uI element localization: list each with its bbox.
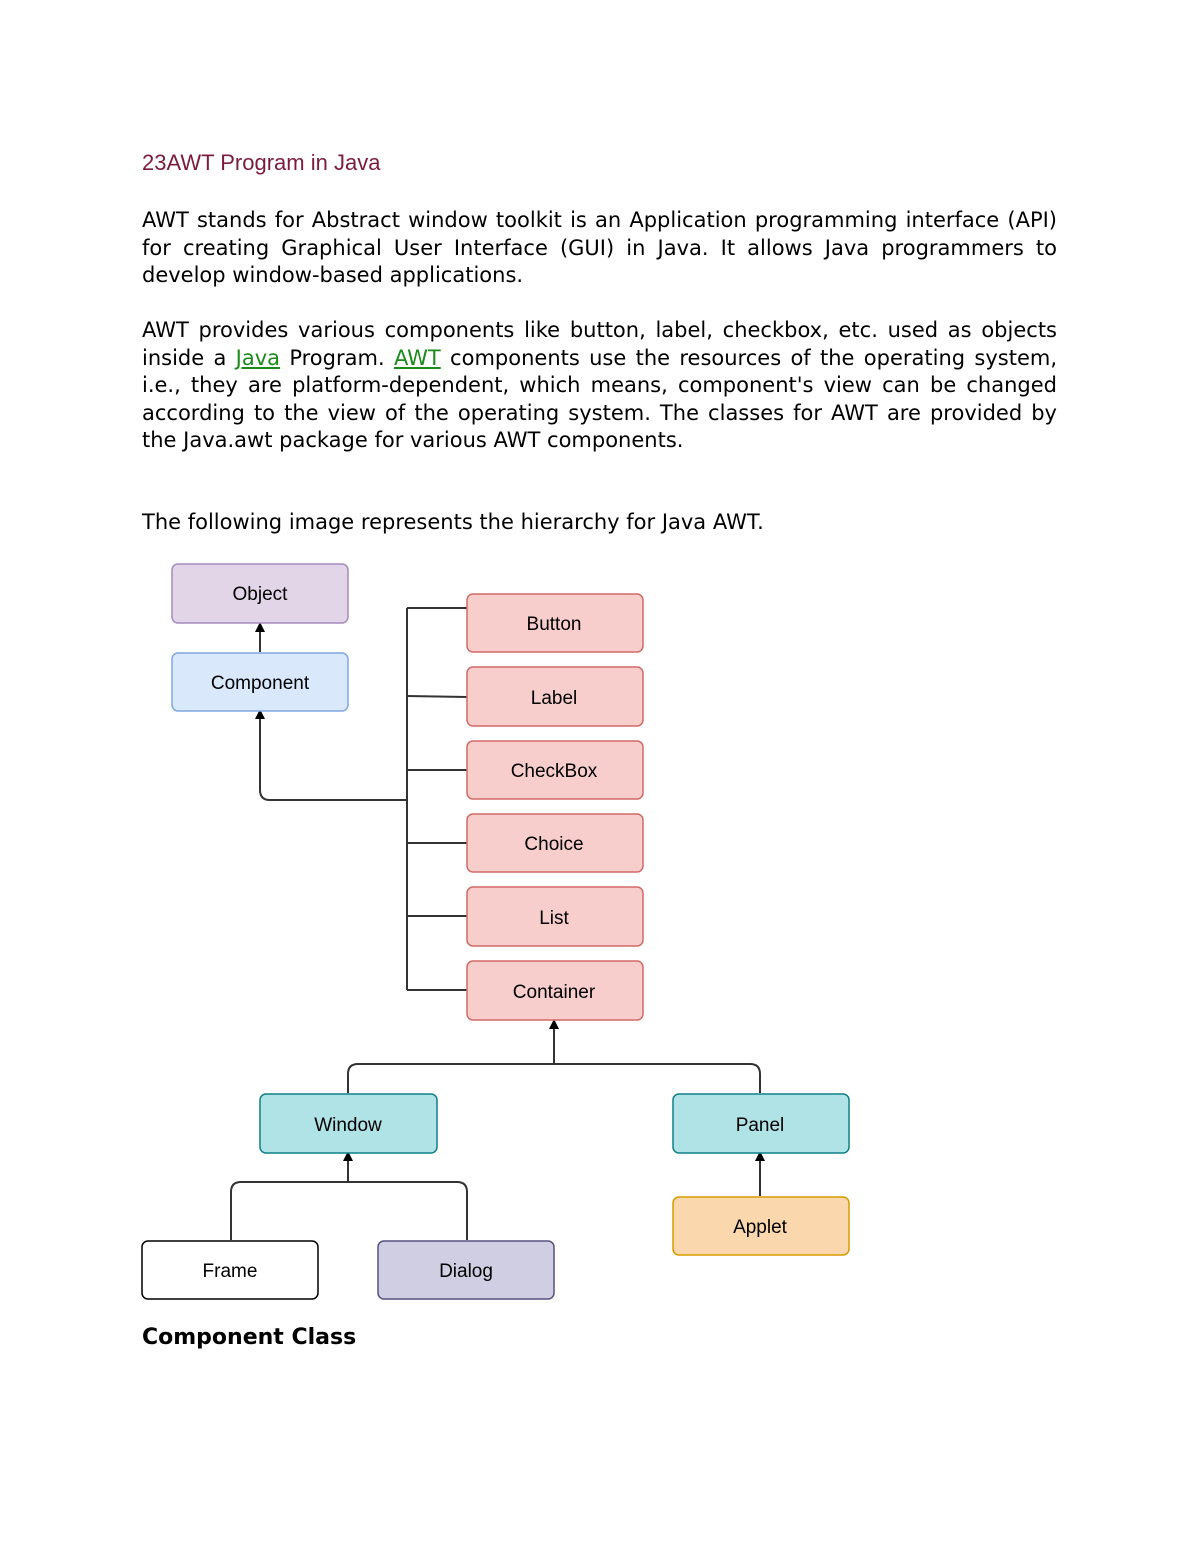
node-label: List — [539, 908, 569, 929]
java-link[interactable]: Java — [235, 345, 281, 370]
node-panel: Panel — [672, 1093, 850, 1154]
node-button: Button — [466, 593, 644, 653]
node-frame: Frame — [141, 1240, 319, 1300]
connectors — [230, 607, 765, 1240]
intro-paragraph: AWT stands for Abstract window toolkit i… — [142, 208, 1057, 287]
section-heading: Component Class — [142, 1325, 357, 1350]
node-label: Window — [314, 1115, 382, 1136]
node-label: Choice — [524, 834, 583, 855]
node-checkbox: CheckBox — [466, 740, 644, 800]
node-label: Dialog — [439, 1261, 493, 1282]
node-label: Component — [211, 673, 310, 694]
page-title: 23AWT Program in Java — [142, 150, 381, 175]
node-label: Button — [527, 614, 582, 635]
node-label: Applet — [733, 1217, 788, 1238]
node-object: Object — [171, 563, 349, 624]
node-choice: Choice — [466, 813, 644, 873]
node-label: Panel — [736, 1115, 785, 1136]
node-applet: Applet — [672, 1196, 850, 1256]
node-window: Window — [259, 1093, 438, 1154]
node-label: Object — [233, 584, 289, 605]
components-paragraph: AWT provides various components like but… — [142, 317, 1057, 455]
edge-window-panel-container — [347, 1063, 761, 1093]
edge-bus-component — [255, 709, 407, 801]
edge-frame-dialog-window — [230, 1181, 468, 1240]
edge-label — [406, 695, 468, 698]
hierarchy-intro-paragraph: The following image represents the hiera… — [142, 510, 764, 534]
node-label: Frame — [203, 1261, 258, 1282]
node-label: Container — [513, 982, 596, 1003]
paragraph-text: AWT provides various components like but… — [142, 318, 1057, 370]
awt-link[interactable]: AWT — [393, 345, 441, 370]
paragraph-text: components use the resources of the oper… — [142, 345, 1057, 453]
node-label: Label — [466, 666, 644, 727]
node-list: List — [466, 886, 644, 947]
node-label: CheckBox — [511, 761, 598, 782]
node-container: Container — [466, 960, 644, 1021]
node-dialog: Dialog — [377, 1240, 555, 1300]
node-label: Label — [531, 688, 578, 709]
paragraph-text: Program. — [280, 345, 394, 370]
node-component: Component — [171, 652, 349, 712]
